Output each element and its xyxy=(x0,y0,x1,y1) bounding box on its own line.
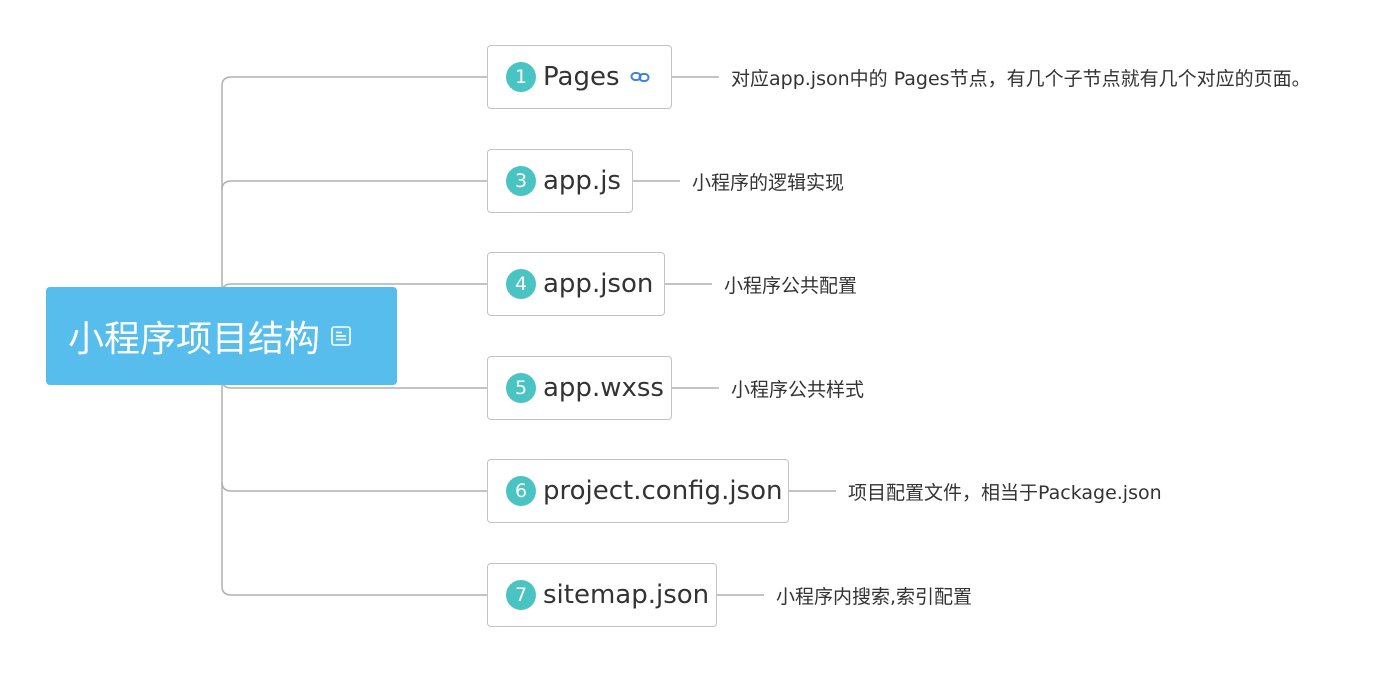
topic-app-js[interactable]: 3 app.js xyxy=(487,149,633,213)
branch-line-app-js xyxy=(221,180,488,191)
branch-line-project-config xyxy=(221,481,488,492)
topic-pages[interactable]: 1 Pages xyxy=(487,45,672,109)
topic-description: 小程序内搜索,索引配置 xyxy=(776,586,973,608)
link-icon[interactable] xyxy=(630,70,650,84)
topic-label: project.config.json xyxy=(543,476,783,506)
topic-label: app.json xyxy=(543,269,654,299)
root-topic-label: 小程序项目结构 xyxy=(68,319,321,360)
topic-app-wxss[interactable]: 5 app.wxss xyxy=(487,356,672,420)
topic-description: 小程序公共配置 xyxy=(724,275,858,297)
topic-project-config-json[interactable]: 6 project.config.json xyxy=(487,459,789,523)
topic-number-badge: 6 xyxy=(506,476,536,506)
topic-app-json[interactable]: 4 app.json xyxy=(487,252,665,316)
topic-label: app.js xyxy=(543,166,621,196)
topic-description: 小程序的逻辑实现 xyxy=(692,172,845,194)
topic-number-badge: 5 xyxy=(506,373,536,403)
topic-label: Pages xyxy=(543,62,620,92)
root-topic[interactable]: 小程序项目结构 xyxy=(46,287,397,385)
note-icon[interactable] xyxy=(330,325,352,347)
topic-number-badge: 1 xyxy=(506,62,536,92)
topic-description: 项目配置文件，相当于Package.json xyxy=(848,482,1162,504)
topic-label: app.wxss xyxy=(543,373,664,403)
topic-number-badge: 4 xyxy=(506,269,536,299)
topic-sitemap-json[interactable]: 7 sitemap.json xyxy=(487,563,717,627)
topic-label: sitemap.json xyxy=(543,580,710,610)
topic-description: 对应app.json中的 Pages节点，有几个子节点就有几个对应的页面。 xyxy=(731,68,1311,90)
topic-number-badge: 3 xyxy=(506,166,536,196)
topic-number-badge: 7 xyxy=(506,580,536,610)
topic-description: 小程序公共样式 xyxy=(731,379,865,401)
